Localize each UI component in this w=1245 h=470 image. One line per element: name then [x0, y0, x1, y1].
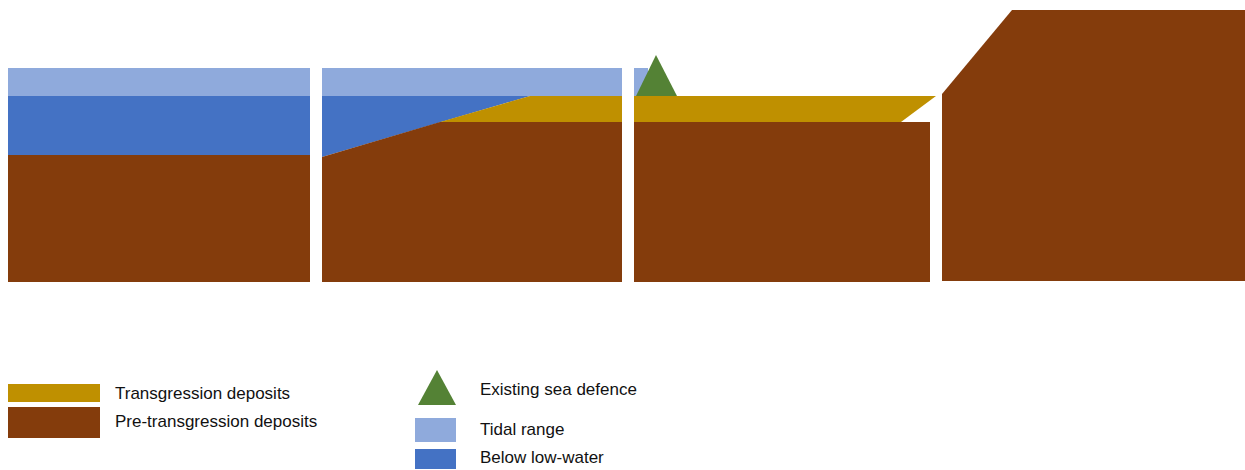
legend-sea-defence-symbol	[418, 370, 456, 405]
below-low-water-band	[8, 96, 310, 155]
legend-label: Below low-water	[480, 448, 604, 468]
tidal-range-band	[322, 68, 622, 96]
legend-label: Pre-transgression deposits	[115, 412, 317, 432]
tidal-range-band	[8, 68, 310, 96]
upland-ground	[942, 10, 1245, 281]
legend-label: Existing sea defence	[480, 380, 637, 400]
legend-swatch	[8, 407, 100, 438]
legend-label: Tidal range	[480, 420, 564, 440]
pre-transgression-ground	[322, 122, 622, 282]
legend-swatch	[415, 449, 456, 469]
transgression-layer	[634, 96, 936, 122]
sea-defence-symbol	[636, 55, 677, 96]
legend-swatch	[415, 418, 456, 442]
legend-label: Transgression deposits	[115, 384, 290, 404]
legend-swatch	[8, 384, 100, 402]
pre-transgression-ground	[8, 155, 310, 282]
pre-transgression-ground	[634, 122, 930, 282]
transgression-wedge	[440, 96, 622, 122]
